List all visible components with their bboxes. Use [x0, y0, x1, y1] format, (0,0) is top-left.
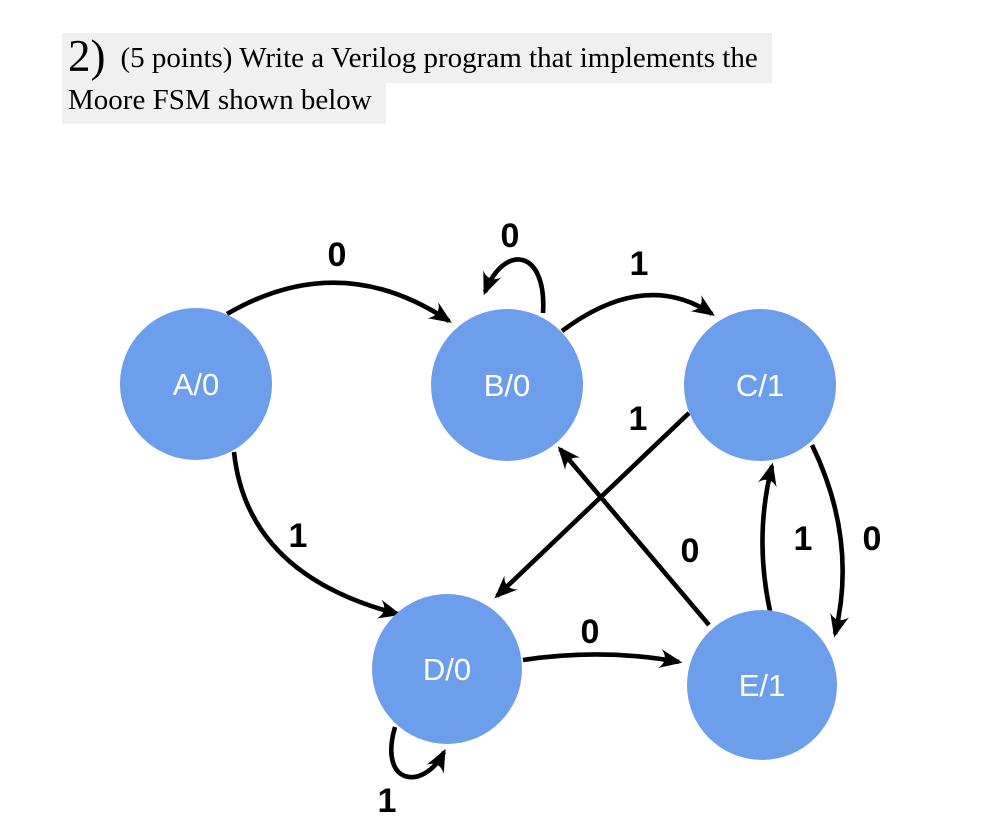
edge-c-to-d: [494, 411, 691, 599]
label-e-to-b: 0: [681, 532, 700, 570]
edge-e-to-c: [757, 462, 777, 612]
edge-a-to-d: [231, 451, 402, 619]
label-e-to-c: 1: [794, 520, 813, 558]
label-b-self-loop: 0: [501, 217, 520, 255]
edge-a-to-b: [225, 280, 452, 323]
edge-b-to-c: [560, 292, 715, 333]
question-line-2: Moore FSM shown below: [62, 83, 772, 124]
state-node-a: [120, 308, 272, 460]
state-node-b: [431, 309, 583, 461]
label-a-to-b: 0: [328, 236, 347, 274]
question-text: 2) (5 points) Write a Verilog program tha…: [62, 33, 772, 124]
edge-d-to-e: [522, 648, 683, 668]
state-label-b: B/0: [484, 368, 531, 403]
question-line-1-text: (5 points) Write a Verilog program that …: [120, 42, 758, 74]
transition-labels: 0 0 1 1 1 0 0 1 0 1: [289, 217, 882, 820]
label-d-to-e: 0: [581, 613, 600, 651]
edge-c-to-e: [809, 443, 850, 638]
question-number: 2): [68, 31, 106, 81]
label-b-to-c: 1: [630, 245, 649, 283]
state-label-a: A/0: [173, 367, 220, 402]
label-a-to-d: 1: [289, 517, 308, 555]
state-label-d: D/0: [423, 652, 471, 687]
label-c-to-e: 0: [863, 520, 882, 558]
state-label-c: C/1: [736, 368, 784, 403]
transition-edges: [225, 257, 850, 780]
state-node-e: [687, 610, 837, 760]
state-label-e: E/1: [739, 668, 786, 703]
question-line-2-text: Moore FSM shown below: [62, 83, 386, 124]
edge-e-to-b: [557, 446, 711, 627]
question-line-1: 2) (5 points) Write a Verilog program tha…: [62, 33, 772, 83]
edge-d-self-loop: [389, 726, 447, 780]
label-c-to-d: 1: [629, 400, 648, 438]
question-line-1-highlight: 2) (5 points) Write a Verilog program tha…: [62, 33, 772, 83]
label-d-self-loop: 1: [378, 782, 397, 820]
state-node-c: [684, 309, 836, 461]
edge-b-self-loop: [482, 257, 546, 314]
state-node-d: [372, 594, 522, 744]
state-nodes: A/0 B/0 C/1 D/0 E/1: [120, 308, 837, 760]
